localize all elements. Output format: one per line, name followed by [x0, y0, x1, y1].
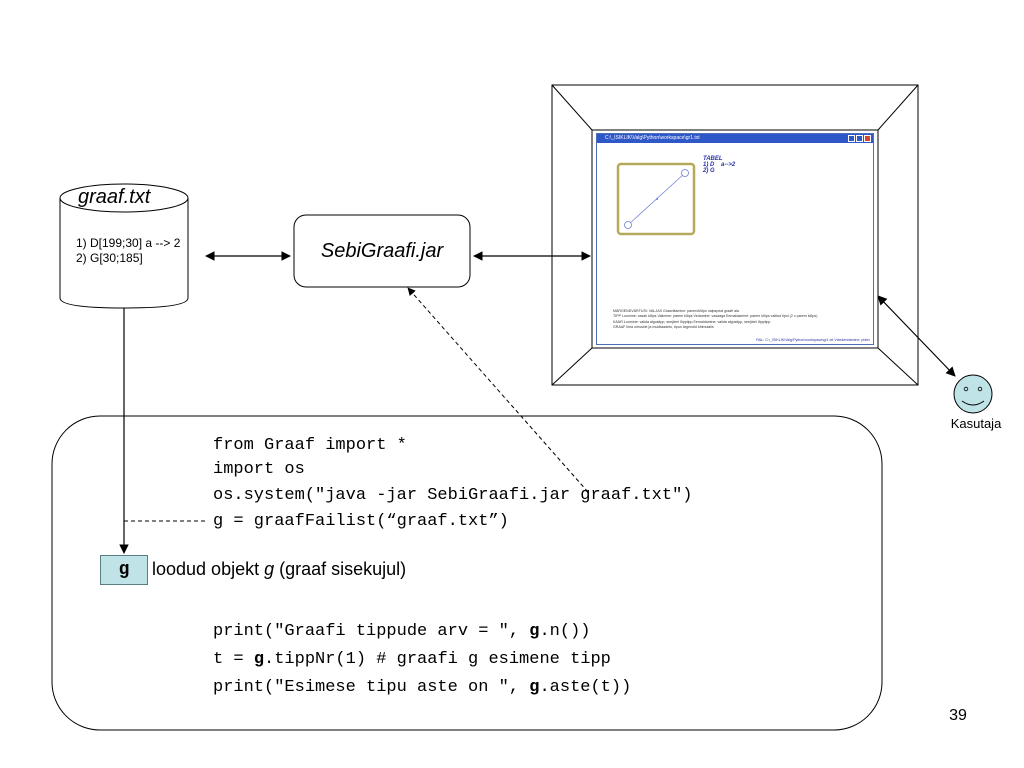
file-line-2: 2) G[30;185]: [76, 251, 143, 265]
slide-number: 39: [949, 707, 967, 724]
graph-vertex-d[interactable]: [681, 169, 689, 177]
file-cylinder: [59, 183, 189, 309]
jar-label: SebiGraafi.jar: [320, 240, 444, 262]
window-title: C:\_ISIKLIK\Valg\Python\workspace\gr1.tx…: [605, 135, 700, 141]
object-g-box: g: [100, 555, 148, 585]
code-line-3: os.system("java -jar SebiGraafi.jar graa…: [213, 486, 693, 505]
code-line-1: from Graaf import *: [213, 436, 407, 455]
code-print-1: print("Graafi tippude arv = ", g.n()): [213, 622, 591, 641]
code-line-4: g = graafFailist(“graaf.txt”): [213, 512, 509, 531]
help-text: MÄRGENDVÄRTUSI: VALJAS Graaviitamine: pa…: [613, 309, 818, 330]
code-print-2: t = g.tippNr(1) # graafi g esimene tipp: [213, 650, 611, 669]
minimize-icon[interactable]: [848, 135, 855, 142]
graph-editor-window: C:\_ISIKLIK\Valg\Python\workspace\gr1.tx…: [596, 133, 874, 345]
code-print-3: print("Esimese tipu aste on ", g.aste(t)…: [213, 678, 632, 697]
file-line-1: 1) D[199;30] a --> 2: [76, 236, 181, 250]
user-smiley-icon: [953, 374, 993, 414]
code-container: [51, 415, 883, 731]
code-line-2: import os: [213, 460, 305, 479]
user-label: Kasutaja: [950, 416, 1002, 431]
graph-vertex-g[interactable]: [624, 221, 632, 229]
object-caption: loodud objekt g (graaf sisekujul): [152, 559, 407, 579]
jar-box: [293, 214, 471, 288]
file-title: graaf.txt: [78, 186, 151, 208]
graph-canvas[interactable]: [597, 143, 875, 313]
window-titlebar: C:\_ISIKLIK\Valg\Python\workspace\gr1.tx…: [597, 134, 873, 143]
arrow-code-jar: [407, 287, 589, 493]
graph-table: TABEL 1) D a-->2 2) G: [703, 156, 736, 174]
close-icon[interactable]: [864, 135, 871, 142]
maximize-icon[interactable]: [856, 135, 863, 142]
arrow-screen-user: [877, 295, 956, 377]
status-bar: FAIL: C:\_ISIKLIK\Valg\Python\workspace\…: [756, 338, 870, 342]
